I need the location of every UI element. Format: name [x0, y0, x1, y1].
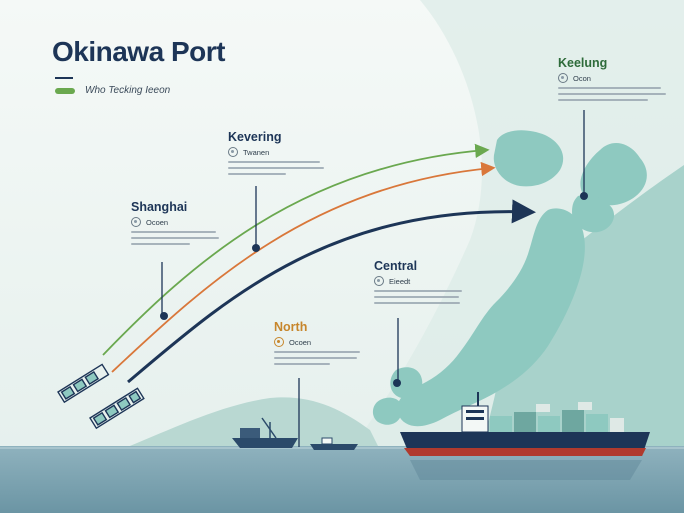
route-orange: [111, 161, 496, 373]
callout-description: [131, 231, 221, 245]
callout-subtitle: Ocoen: [146, 217, 169, 227]
ring-marker-icon: [374, 276, 384, 286]
route-green: [102, 143, 490, 356]
legend-text: Who Tecking Ieeon: [85, 85, 171, 96]
route-markers: [160, 192, 588, 387]
ship-reflection: [410, 460, 642, 480]
page-title: Okinawa Port: [52, 36, 225, 67]
cargo-boat-icon: [232, 417, 298, 448]
legend: Who Tecking Ieeon: [55, 85, 170, 96]
callout-description: [374, 290, 466, 304]
ring-marker-icon: [131, 217, 141, 227]
callout-title: North: [274, 320, 308, 334]
callout-subtitle: Twanen: [243, 147, 270, 157]
callout-title: Kevering: [228, 130, 282, 144]
ring-marker-icon: [274, 337, 284, 347]
sea: [0, 446, 684, 513]
callout-title: Keelung: [558, 56, 608, 70]
callout-title: Central: [374, 259, 418, 273]
ring-marker-icon: [558, 73, 568, 83]
callout-description: [558, 87, 670, 101]
legend-swatch: [55, 87, 75, 94]
right-hills: [480, 165, 684, 450]
callout-central: Central Eieedt: [374, 259, 466, 308]
callout-subtitle: Eieedt: [389, 276, 411, 286]
callout-subtitle: Ocoen: [289, 337, 312, 347]
containers-cluster-icon: [57, 363, 145, 430]
callout-title: Shanghai: [131, 200, 188, 214]
route-navy: [127, 199, 536, 384]
callout-kevering: Kevering Twanen: [228, 130, 328, 179]
distant-hills: [120, 397, 380, 450]
callout-shanghai: Shanghai Ocoen: [131, 200, 221, 249]
callout-description: [228, 161, 328, 175]
leader-lines: [161, 110, 585, 447]
container-ship-icon: [400, 392, 650, 456]
ring-marker-icon: [228, 147, 238, 157]
callout-keelung: Keelung Ocon: [558, 56, 670, 105]
callout-subtitle: Ocon: [573, 73, 591, 83]
small-boat-icon: [310, 437, 358, 450]
callout-north: North Ocoen: [274, 320, 364, 369]
callout-description: [274, 351, 364, 365]
title-underline: [55, 77, 73, 79]
